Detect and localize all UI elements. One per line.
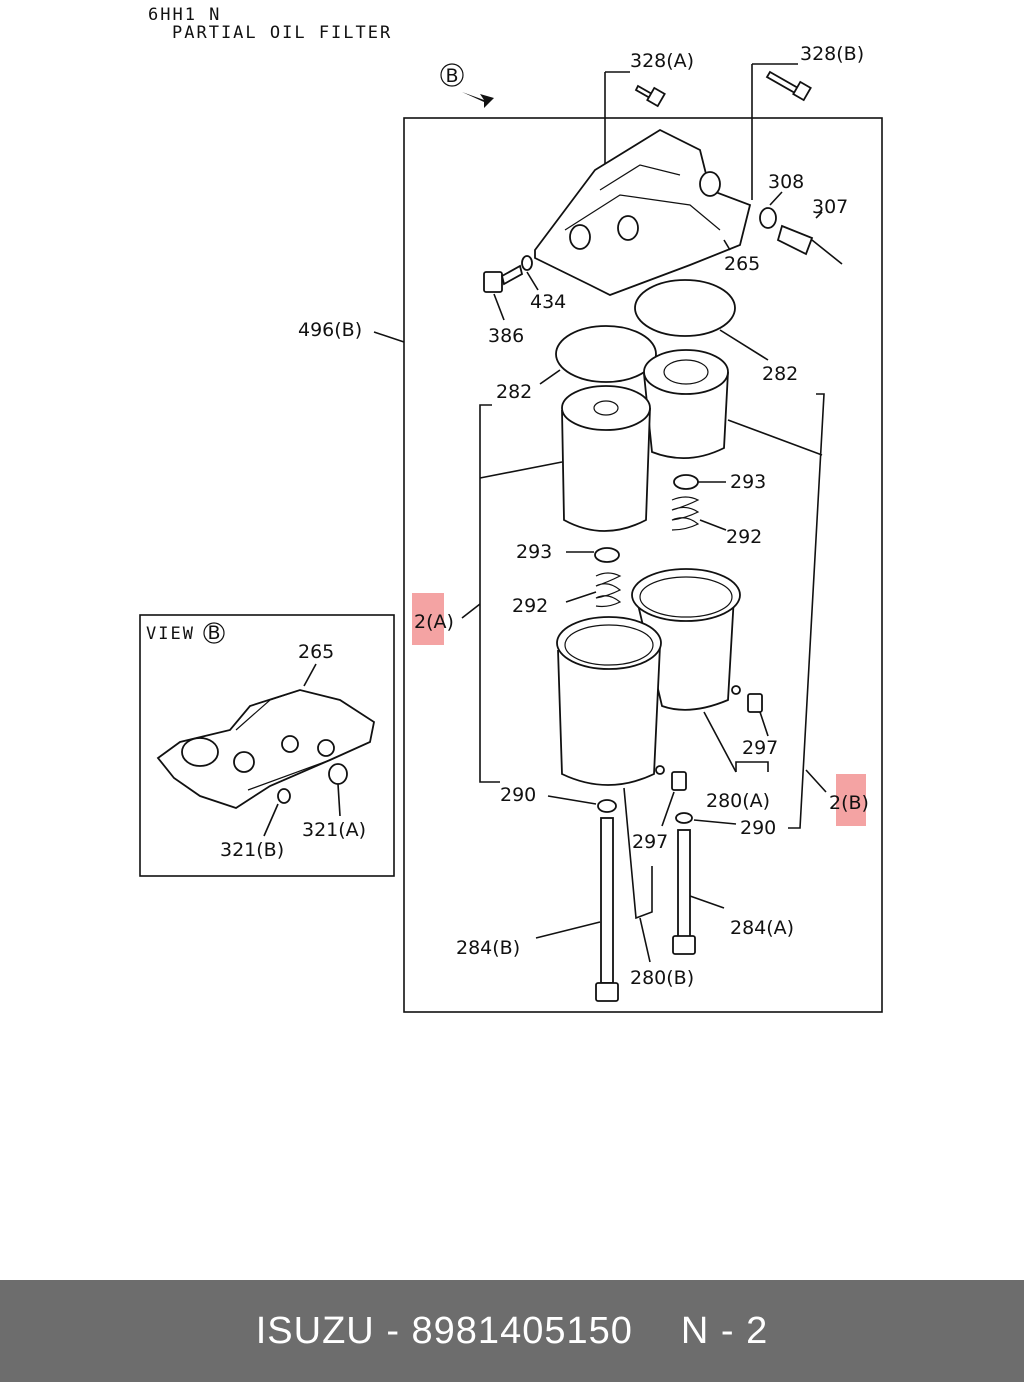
callout-386: 386	[488, 325, 524, 347]
seat-293-left	[594, 547, 620, 563]
center-bolt-284b	[595, 817, 619, 1002]
inset-oring-321a	[328, 763, 348, 785]
footer-part-number: 8981405150	[411, 1309, 633, 1352]
footer-brand: ISUZU	[255, 1309, 375, 1352]
callout-265: 265	[724, 253, 760, 275]
view-direction-arrow-icon	[462, 92, 494, 108]
callout-293-right: 293	[730, 471, 766, 493]
callout-328a: 328(A)	[630, 50, 694, 72]
spring-292-left	[595, 572, 622, 608]
view-b-inset-frame	[139, 614, 395, 877]
parts-diagram: 6HH1 N PARTIAL OIL FILTER B 328(A) 328(B…	[139, 5, 883, 1013]
callout-434: 434	[530, 291, 566, 313]
callout-2b: 2(B)	[829, 792, 869, 814]
spring-292-right	[671, 496, 700, 531]
callout-290-right: 290	[740, 817, 776, 839]
view-b-marker: B	[440, 63, 494, 108]
footer-separator: -	[386, 1309, 400, 1352]
callout-496b: 496(B)	[298, 319, 362, 341]
footer-page: N - 2	[680, 1309, 769, 1352]
main-frame	[403, 117, 883, 1013]
inset-oring-321b	[277, 788, 291, 804]
inset-view-label: VIEW	[146, 624, 195, 644]
washer-290-right	[675, 812, 693, 824]
callout-292-right: 292	[726, 526, 762, 548]
callout-293-left: 293	[516, 541, 552, 563]
drain-plug-297-left	[671, 771, 687, 791]
oring-282-left	[555, 325, 657, 383]
bolt-328a-icon	[634, 84, 666, 108]
center-bolt-284a	[672, 829, 696, 955]
inset-callout-265: 265	[298, 641, 334, 663]
filter-case-left	[556, 616, 665, 786]
callout-307: 307	[812, 196, 848, 218]
callout-280b: 280(B)	[630, 967, 694, 989]
inset-marker: B	[207, 622, 220, 644]
filter-case-right	[631, 568, 741, 711]
highlight-2b	[836, 774, 866, 826]
callout-290-left: 290	[500, 784, 536, 806]
callout-2a: 2(A)	[414, 611, 454, 633]
seat-293-right	[673, 474, 699, 490]
washer-434-icon	[521, 255, 533, 271]
inset-callout-321b: 321(B)	[220, 839, 284, 861]
model-code: 6HH1 N	[148, 5, 221, 25]
diagram-title: PARTIAL OIL FILTER	[172, 23, 392, 43]
filter-element-left	[561, 385, 651, 532]
drain-plug-297-right	[747, 693, 763, 713]
callout-292-left: 292	[512, 595, 548, 617]
bolt-328b-icon	[765, 70, 812, 102]
inset-housing-265	[156, 689, 376, 809]
plug-386-icon	[483, 264, 524, 293]
sensor-307-icon	[776, 224, 843, 265]
filter-housing-265	[534, 128, 752, 296]
callout-282-right: 282	[762, 363, 798, 385]
callout-308: 308	[768, 171, 804, 193]
inset-marker-circle	[203, 622, 225, 644]
footer-bar: ISUZU - 8981405150 N - 2	[0, 1280, 1024, 1382]
washer-290-left	[597, 799, 617, 813]
gasket-308-icon	[759, 207, 777, 229]
callout-297-left: 297	[632, 831, 668, 853]
callout-297-right: 297	[742, 737, 778, 759]
callout-284a: 284(A)	[730, 917, 794, 939]
callout-282-left: 282	[496, 381, 532, 403]
callout-328b: 328(B)	[800, 43, 864, 65]
inset-callout-321a: 321(A)	[302, 819, 366, 841]
callout-284b: 284(B)	[456, 937, 520, 959]
highlight-2a	[412, 593, 444, 645]
callout-280a: 280(A)	[706, 790, 770, 812]
svg-text:B: B	[445, 65, 458, 87]
oring-282-right	[634, 279, 736, 337]
filter-element-right	[643, 349, 729, 460]
